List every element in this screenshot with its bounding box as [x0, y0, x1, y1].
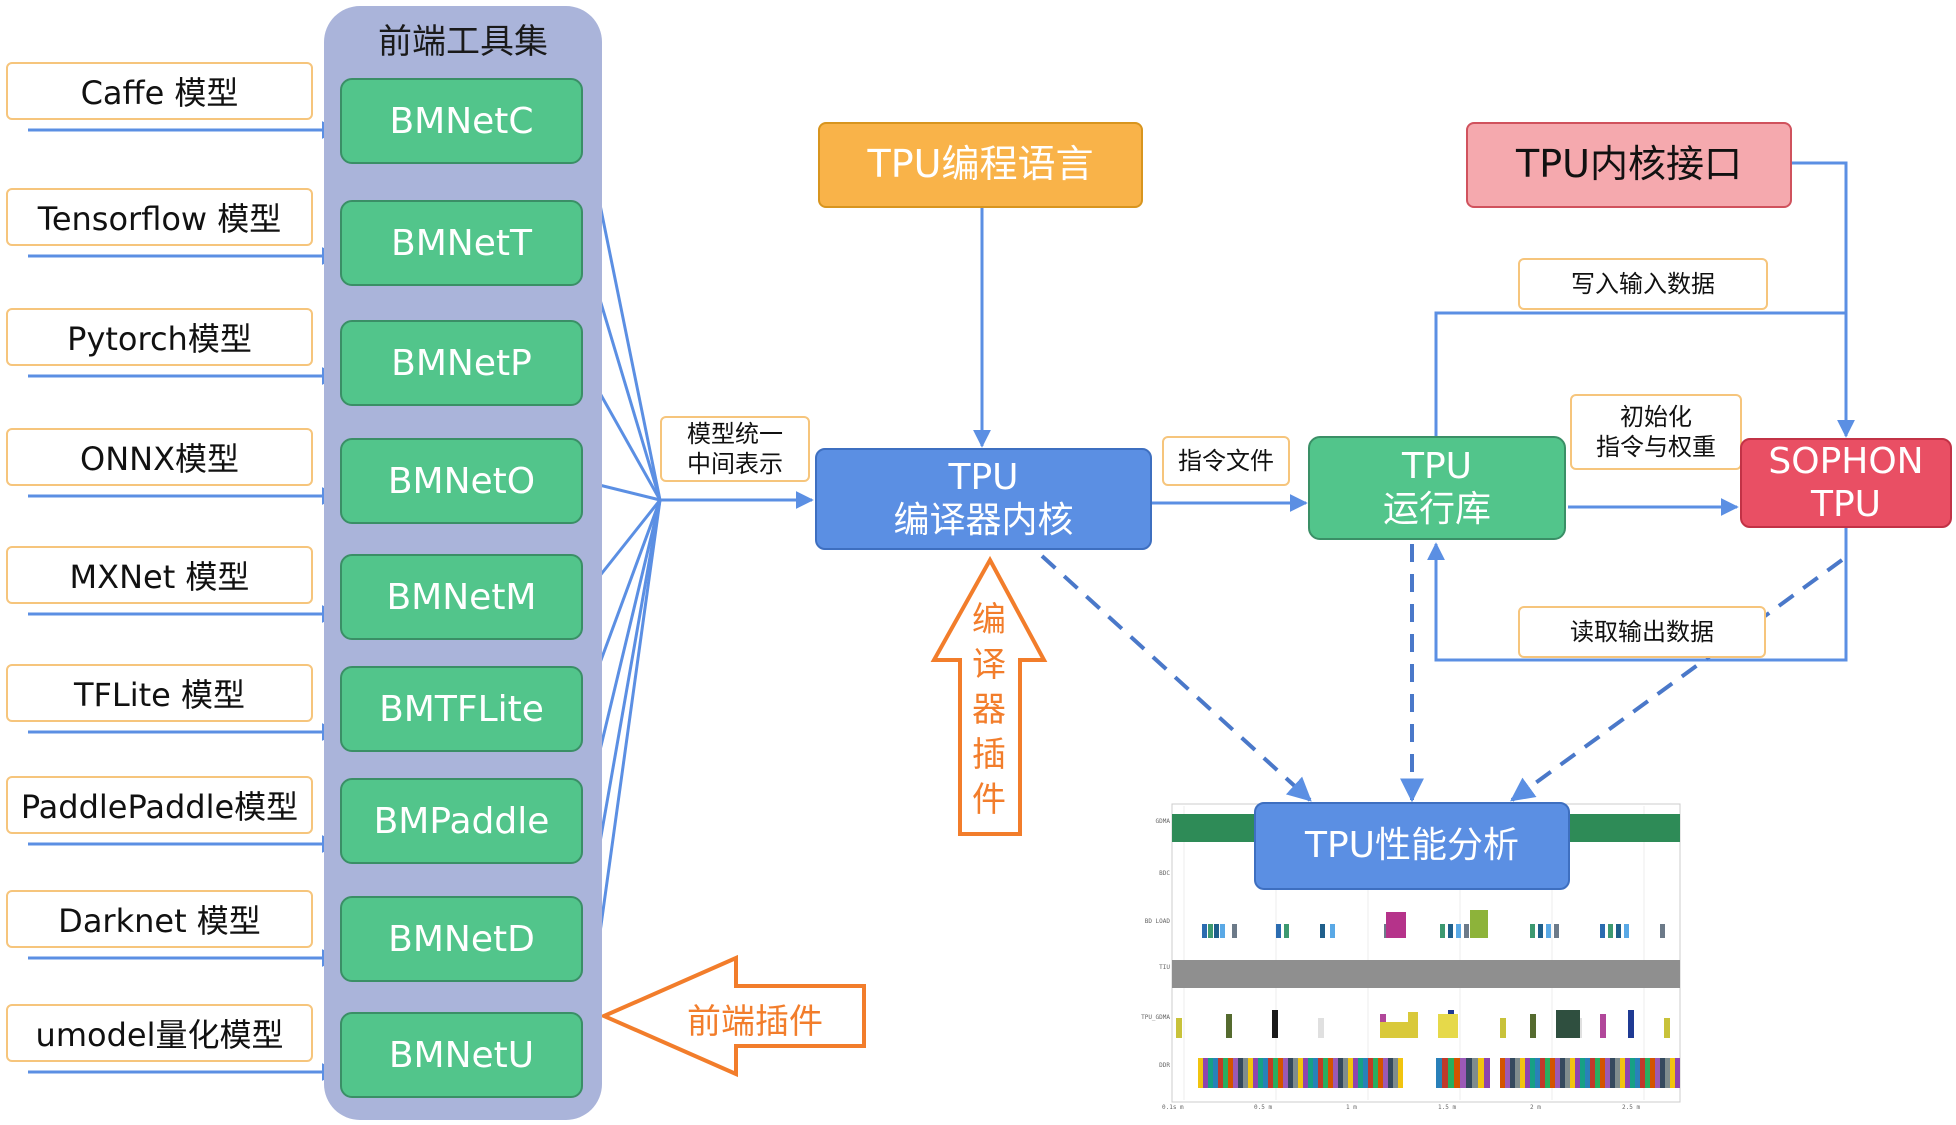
frontend-tool-box: BMNetC [340, 78, 583, 164]
model-to-tool-arrows [28, 121, 340, 1081]
compiler-plugin-arrow-shape [930, 555, 1048, 836]
write-input-label: 写入输入数据 [1518, 258, 1768, 310]
model-source-box: MXNet 模型 [6, 546, 313, 604]
read-output-arrow [1427, 527, 1848, 662]
core-to-perf-dashed [1040, 554, 1312, 802]
unified-ir-label: 模型统一 中间表示 [660, 416, 810, 482]
model-source-box: Darknet 模型 [6, 890, 313, 948]
frontend-tool-box: BMNetT [340, 200, 583, 286]
frontend-toolset-title: 前端工具集 [378, 22, 548, 62]
profiler-time-tick: 0.5 m [1254, 1104, 1273, 1111]
perf-analysis-node: TPU性能分析 [1254, 802, 1570, 890]
profiler-time-tick: 2.5 m [1622, 1104, 1641, 1111]
profiler-row-label: DDR [1159, 1062, 1170, 1069]
profiler-time-tick: 1.5 m [1438, 1104, 1457, 1111]
model-source-box: Tensorflow 模型 [6, 188, 313, 246]
profiler-time-tick: 1 m [1346, 1104, 1357, 1111]
profiler-row-label: BD LOAD [1144, 918, 1170, 925]
kernel-to-sophon-arrow [1792, 161, 1855, 438]
frontend-tool-box: BMNetU [340, 1012, 583, 1098]
frontend-tool-box: BMNetP [340, 320, 583, 406]
frontend-plugin-label: 前端插件 [687, 1002, 823, 1042]
frontend-tool-box: BMTFLite [340, 666, 583, 752]
model-source-box: PaddlePaddle模型 [6, 776, 313, 834]
profiler-row-label: GDMA [1155, 818, 1170, 825]
profiler-row-label: BDC [1159, 870, 1170, 877]
model-source-box: ONNX模型 [6, 428, 313, 486]
read-output-label: 读取输出数据 [1518, 606, 1766, 658]
profiler-row-label: TPU_GDMA [1141, 1014, 1170, 1021]
profiler-time-tick: 0.1s m [1162, 1104, 1184, 1111]
model-source-box: umodel量化模型 [6, 1004, 313, 1062]
profiler-time-tick: 2 m [1530, 1104, 1541, 1111]
sophon-tpu-node: SOPHON TPU [1740, 438, 1952, 528]
instruction-file-label: 指令文件 [1162, 436, 1290, 486]
model-source-box: Caffe 模型 [6, 62, 313, 120]
sophon-to-perf-dashed [1510, 558, 1844, 802]
write-input-line [1434, 311, 1846, 436]
frontend-tool-box: BMNetM [340, 554, 583, 640]
tpu-lang-node: TPU编程语言 [818, 122, 1143, 208]
tpu-kernel-api-node: TPU内核接口 [1466, 122, 1792, 208]
compiler-plugin-label: 编 译 器 插 件 [972, 600, 1006, 820]
frontend-tool-box: BMPaddle [340, 778, 583, 864]
frontend-plugin-arrow-shape [599, 954, 866, 1078]
model-source-box: Pytorch模型 [6, 308, 313, 366]
frontend-tool-box: BMNetO [340, 438, 583, 524]
frontend-tool-box: BMNetD [340, 896, 583, 982]
profiler-row-label: TIU [1159, 964, 1170, 971]
compiler-core-node: TPU 编译器内核 [815, 448, 1152, 550]
init-instr-label: 初始化 指令与权重 [1570, 394, 1742, 470]
model-source-box: TFLite 模型 [6, 664, 313, 722]
runtime-node: TPU 运行库 [1308, 436, 1566, 540]
